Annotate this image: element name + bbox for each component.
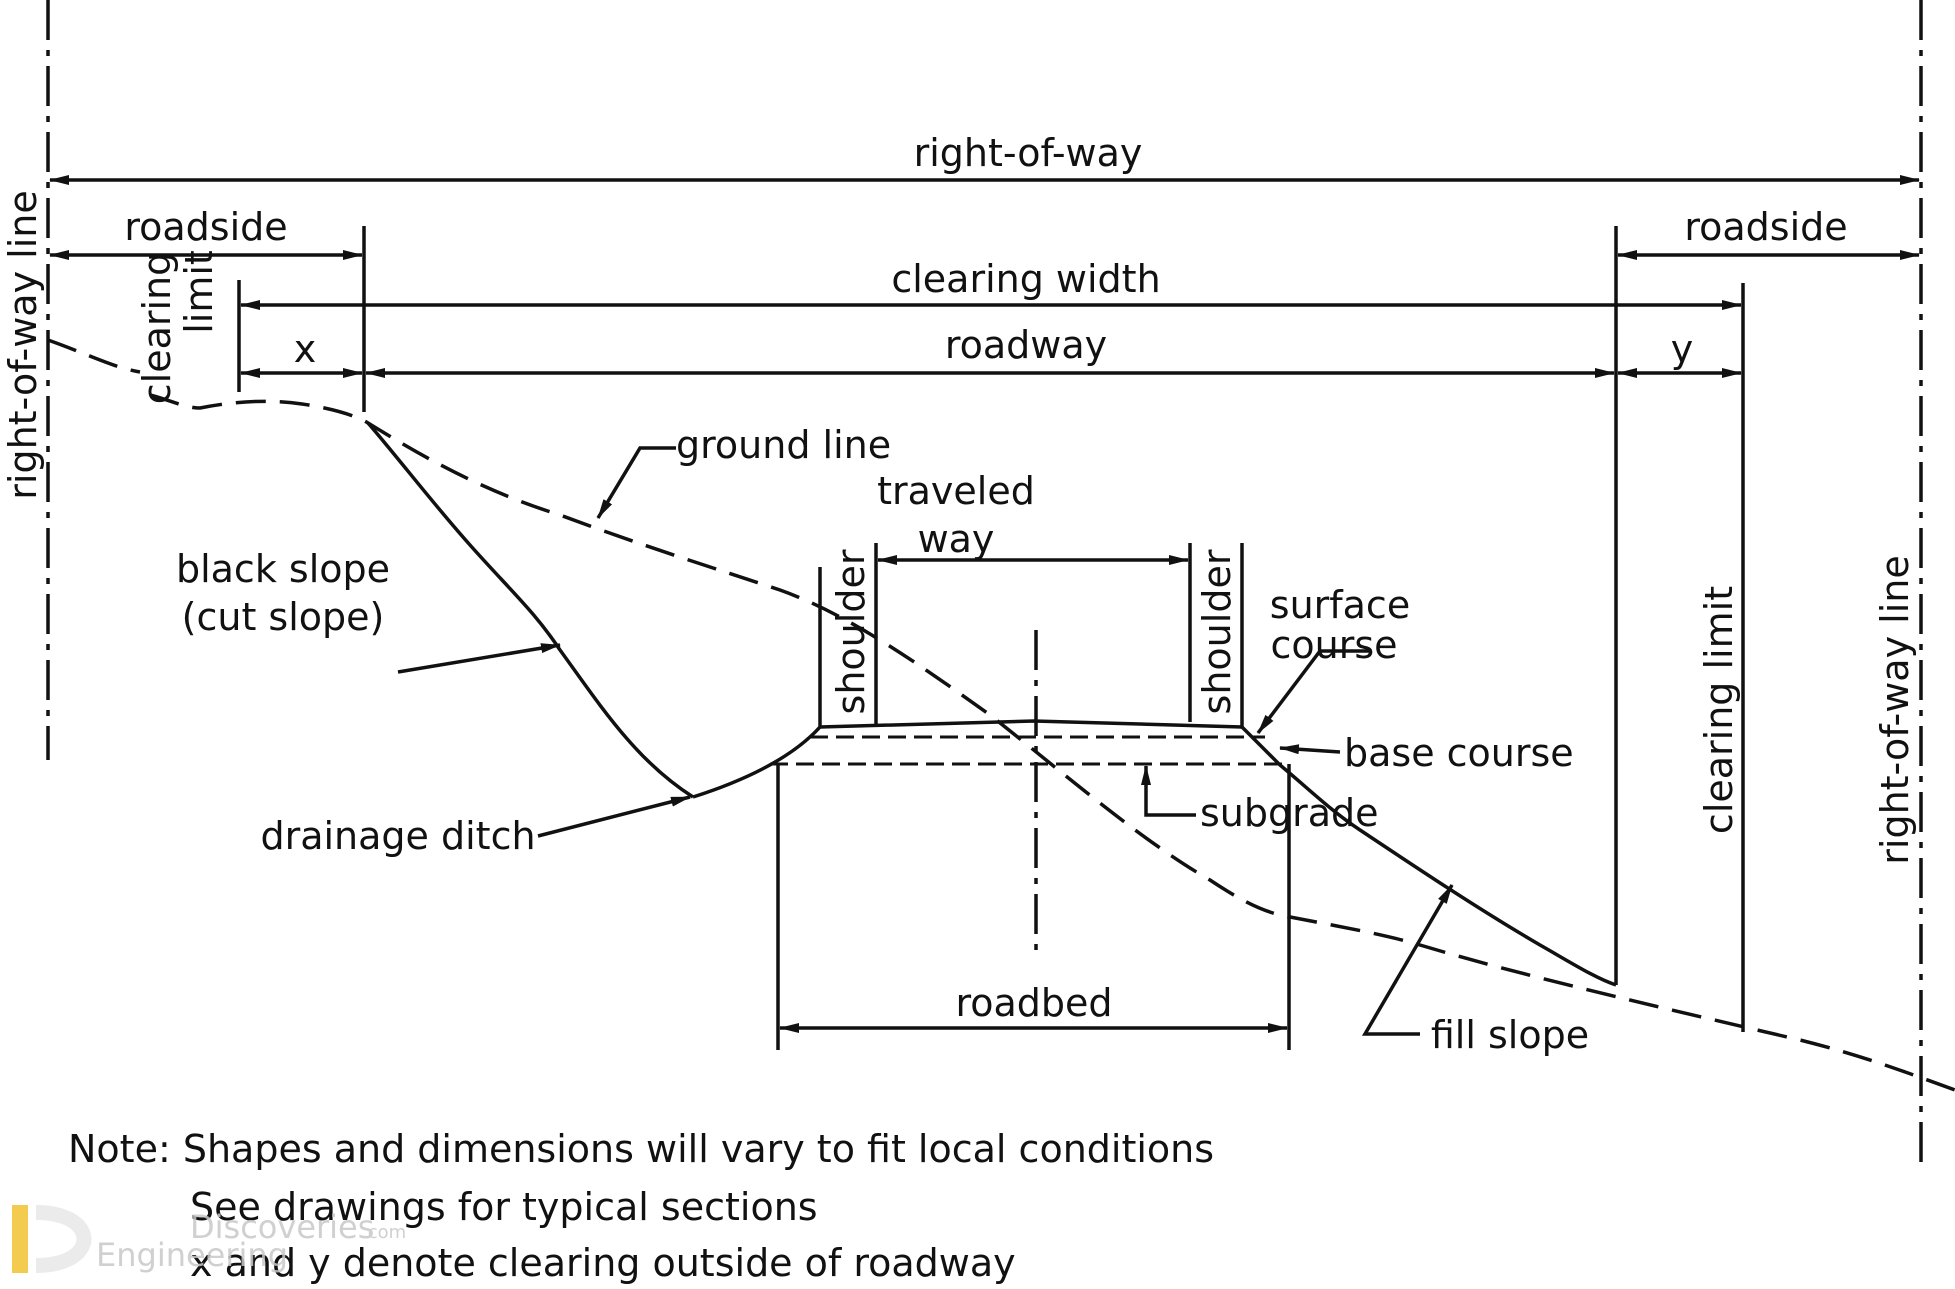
roadside-right-label: roadside [1684,205,1847,249]
watermark-logo: Discoveries .com Engineering [12,1205,406,1274]
base-course-label: base course [1344,731,1574,775]
drainage-ditch-leader [537,795,691,838]
clearing-width-label: clearing width [891,257,1160,301]
clearing-limit-right-label: clearing limit [1697,586,1741,834]
road-surface [819,719,1243,729]
fill-slope-leader [1361,884,1454,1036]
drainage-ditch-label: drainage ditch [260,814,535,858]
traveled-way-label-1: traveled [877,469,1035,513]
note-line-2: See drawings for typical sections [190,1185,818,1229]
row-line-left-label: right-of-way line [1,190,45,499]
roadside-left-label: roadside [124,205,287,249]
y-label: y [1671,327,1694,371]
watermark-brand-suffix: .com [362,1222,406,1243]
watermark-brand: Discoveries [190,1208,374,1246]
row-line-right-label: right-of-way line [1873,555,1917,864]
note-line-3: x and y denote clearing outside of roadw… [190,1241,1016,1285]
clearing-limit-left-label-2: limit [177,250,221,334]
traveled-way-label-2: way [918,517,995,561]
subgrade-leader [1141,765,1196,817]
subgrade-label: subgrade [1200,791,1379,835]
right-of-way-label: right-of-way [914,131,1143,175]
shoulder-right-label: shoulder [1195,549,1239,714]
clearing-limit-left-label-1: clearing [135,252,179,405]
back-slope-label-2: (cut slope) [182,595,385,639]
x-label: x [294,327,317,371]
roadway-label: roadway [945,323,1107,367]
surface-course-label-2: course [1270,623,1397,667]
back-slope-label-1: black slope [176,547,390,591]
back-slope [366,421,694,799]
fill-slope-line [1240,725,1617,987]
drainage-ditch [692,725,822,799]
shoulder-left-label: shoulder [829,549,873,714]
ground-line-leader [596,446,676,519]
note-line-1: Note: Shapes and dimensions will vary to… [68,1127,1214,1171]
watermark-sub: Engineering [96,1236,288,1274]
base-course-leader [1279,744,1341,755]
surface-course-leader [1256,649,1370,735]
ground-line [47,338,1955,1092]
roadbed-label: roadbed [955,981,1112,1025]
surface-course-label-1: surface [1270,583,1410,627]
fill-slope-label: fill slope [1431,1013,1589,1057]
back-slope-leader [397,643,561,674]
ground-line-label: ground line [676,423,891,467]
